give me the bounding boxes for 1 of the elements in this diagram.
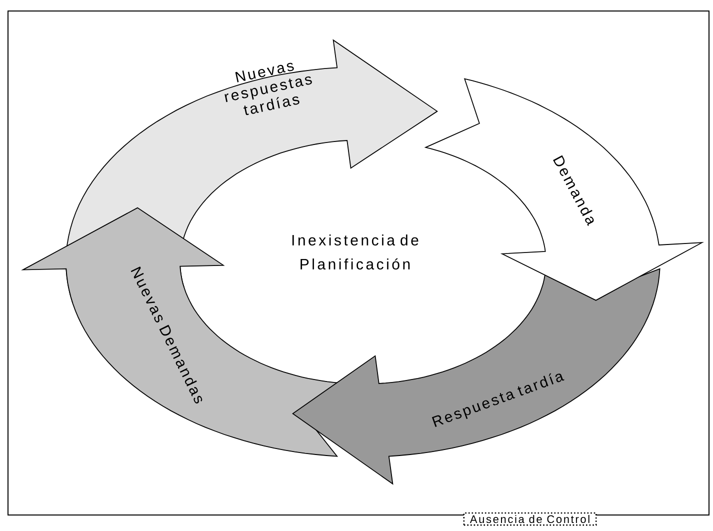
dotted-box: Ausencia de Control [463,512,597,526]
